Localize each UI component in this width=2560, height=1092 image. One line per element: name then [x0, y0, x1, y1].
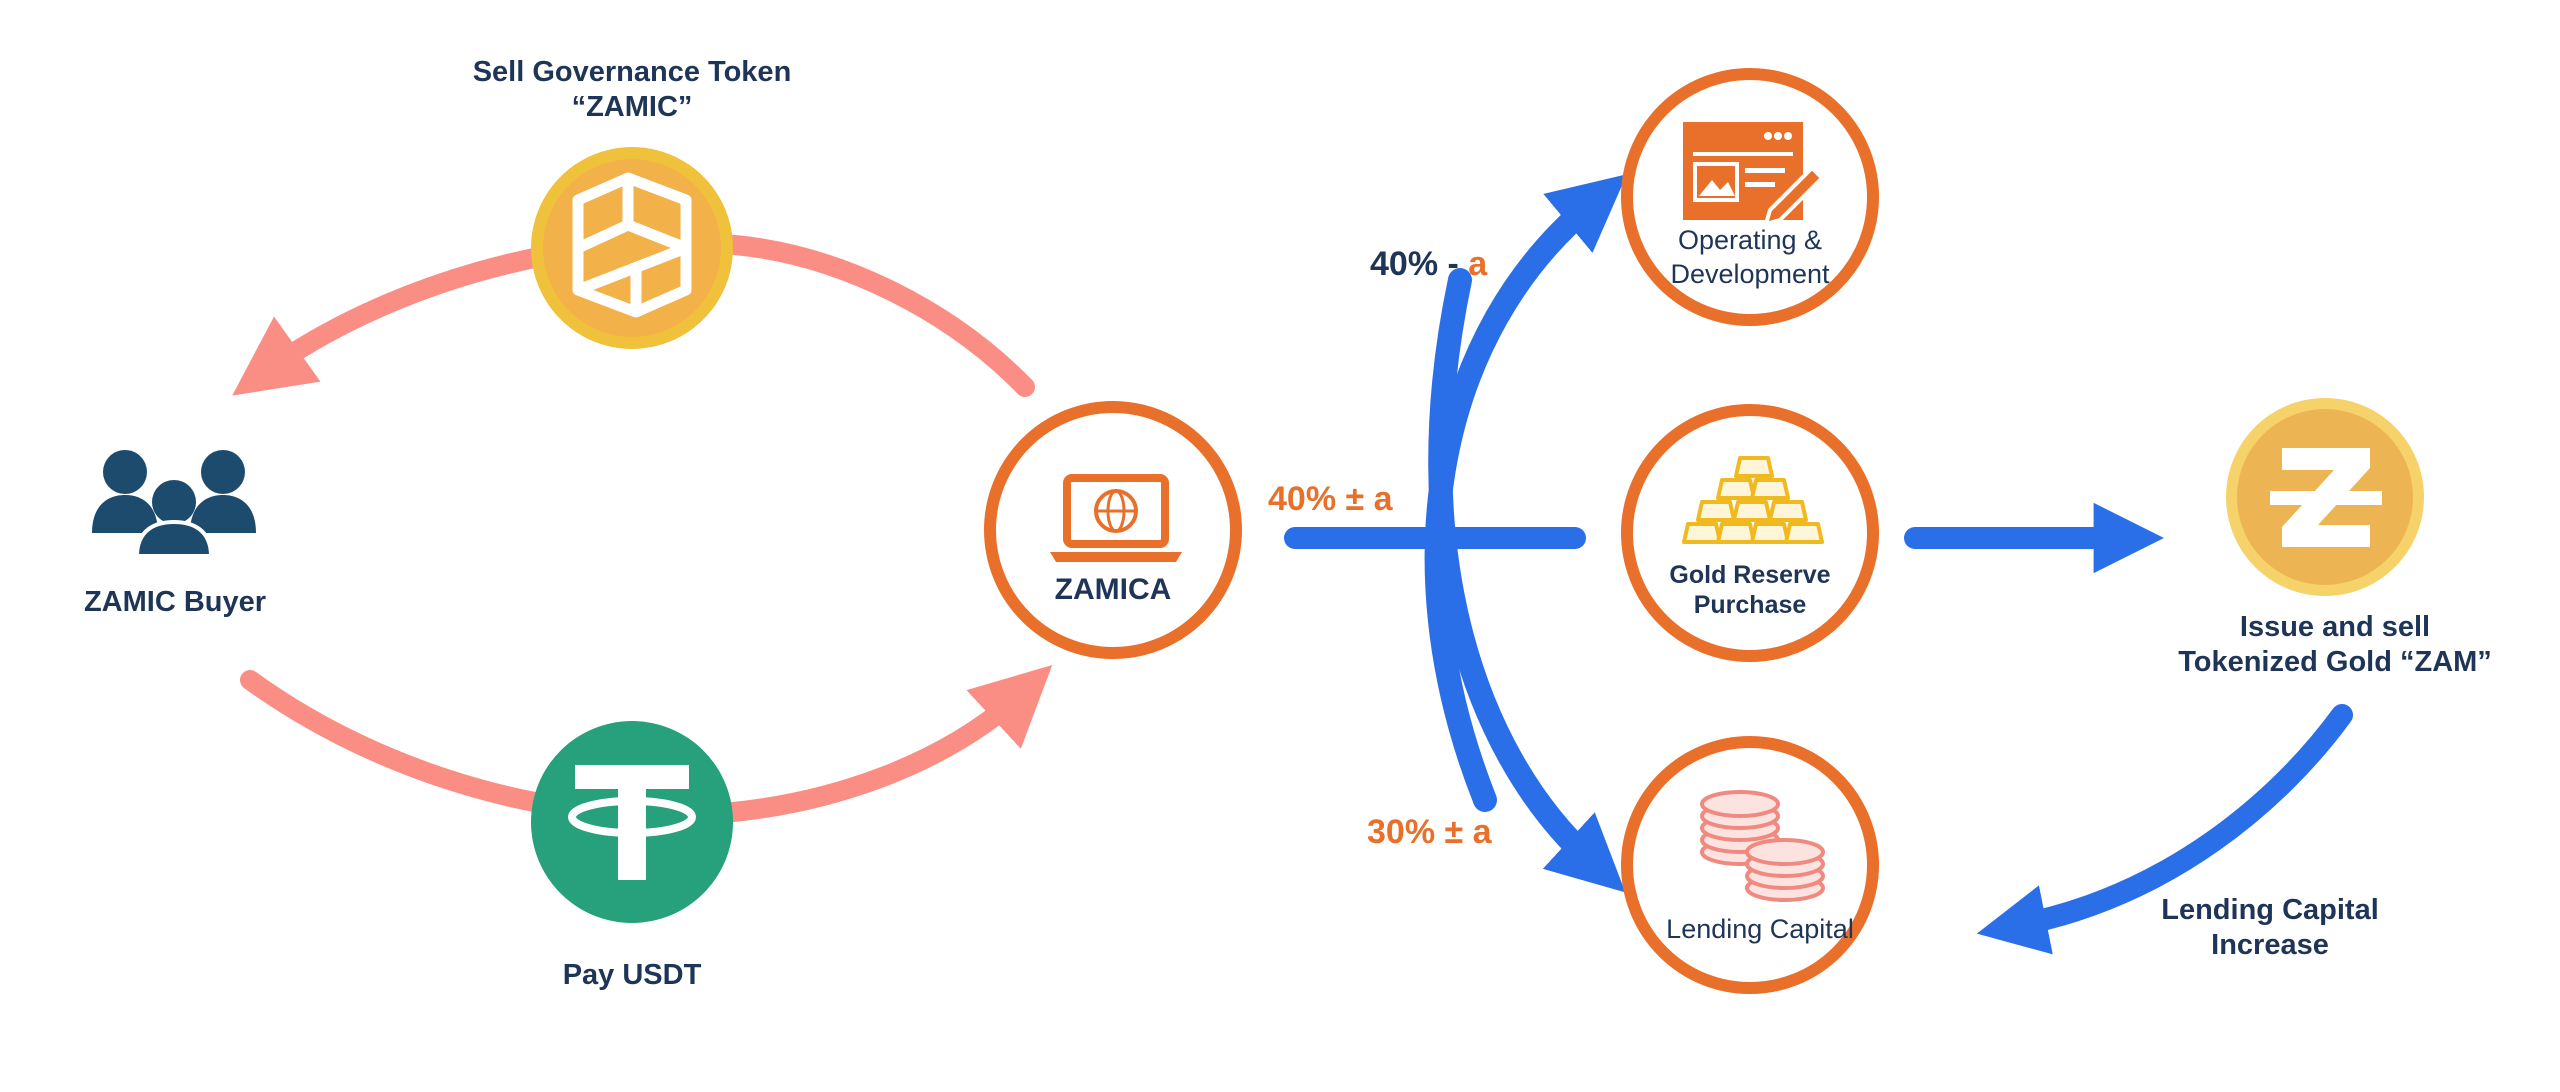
gold-reserve-label: Gold Reserve Purchase	[1640, 560, 1860, 620]
governance-token-label: Sell Governance Token “ZAMIC”	[432, 55, 832, 125]
gold-bars-icon	[1682, 456, 1824, 544]
gold-reserve-label-line2: Purchase	[1693, 591, 1807, 619]
feedback-label-line2: Increase	[2211, 928, 2329, 961]
feedback-label: Lending Capital Increase	[2120, 893, 2420, 963]
operating-label-line1: Operating &	[1677, 225, 1823, 255]
allocation-operating-value: 40% -	[1370, 245, 1469, 283]
gold-reserve-label-line1: Gold Reserve	[1669, 561, 1831, 589]
feedback-label-line1: Lending Capital	[2161, 894, 2379, 926]
allocation-operating-label: 40% - a	[1370, 245, 1487, 284]
governance-token-label-line1: Sell Governance Token	[472, 56, 792, 88]
gold-reserve-node	[1621, 404, 1879, 662]
browser-window-icon	[1683, 122, 1825, 227]
operating-label-line2: Development	[1670, 258, 1830, 289]
coin-stacks-icon	[1700, 790, 1825, 902]
zam-token-label-line1: Issue and sell	[2239, 611, 2431, 643]
zamica-label: ZAMICA	[1054, 573, 1172, 606]
zam-token-label-line2: Tokenized Gold “ZAM”	[2178, 645, 2492, 678]
usdt-label: Pay USDT	[562, 959, 702, 991]
allocation-arrow-lending	[1428, 268, 1626, 893]
zam-token-label: Issue and sell Tokenized Gold “ZAM”	[2155, 610, 2515, 680]
buyer-label: ZAMIC Buyer	[83, 586, 267, 618]
zamica-node	[984, 401, 1242, 659]
zam-token-icon	[2226, 398, 2424, 596]
lending-label: Lending Capital	[1666, 914, 1854, 944]
governance-token-label-line2: “ZAMIC”	[571, 90, 693, 123]
allocation-lending-label: 30% ± a	[1367, 813, 1492, 851]
tether-icon	[531, 721, 733, 923]
flow-arrow-zam-to-lending	[1976, 704, 2353, 955]
allocation-operating-variable: a	[1468, 245, 1488, 283]
laptop-globe-icon	[1050, 474, 1182, 562]
governance-token-icon	[531, 147, 733, 349]
operating-node	[1621, 68, 1879, 326]
lending-node	[1621, 736, 1879, 994]
allocation-gold-label: 40% ± a	[1268, 480, 1393, 518]
operating-label: Operating & Development	[1640, 224, 1860, 292]
people-icon	[92, 450, 256, 558]
